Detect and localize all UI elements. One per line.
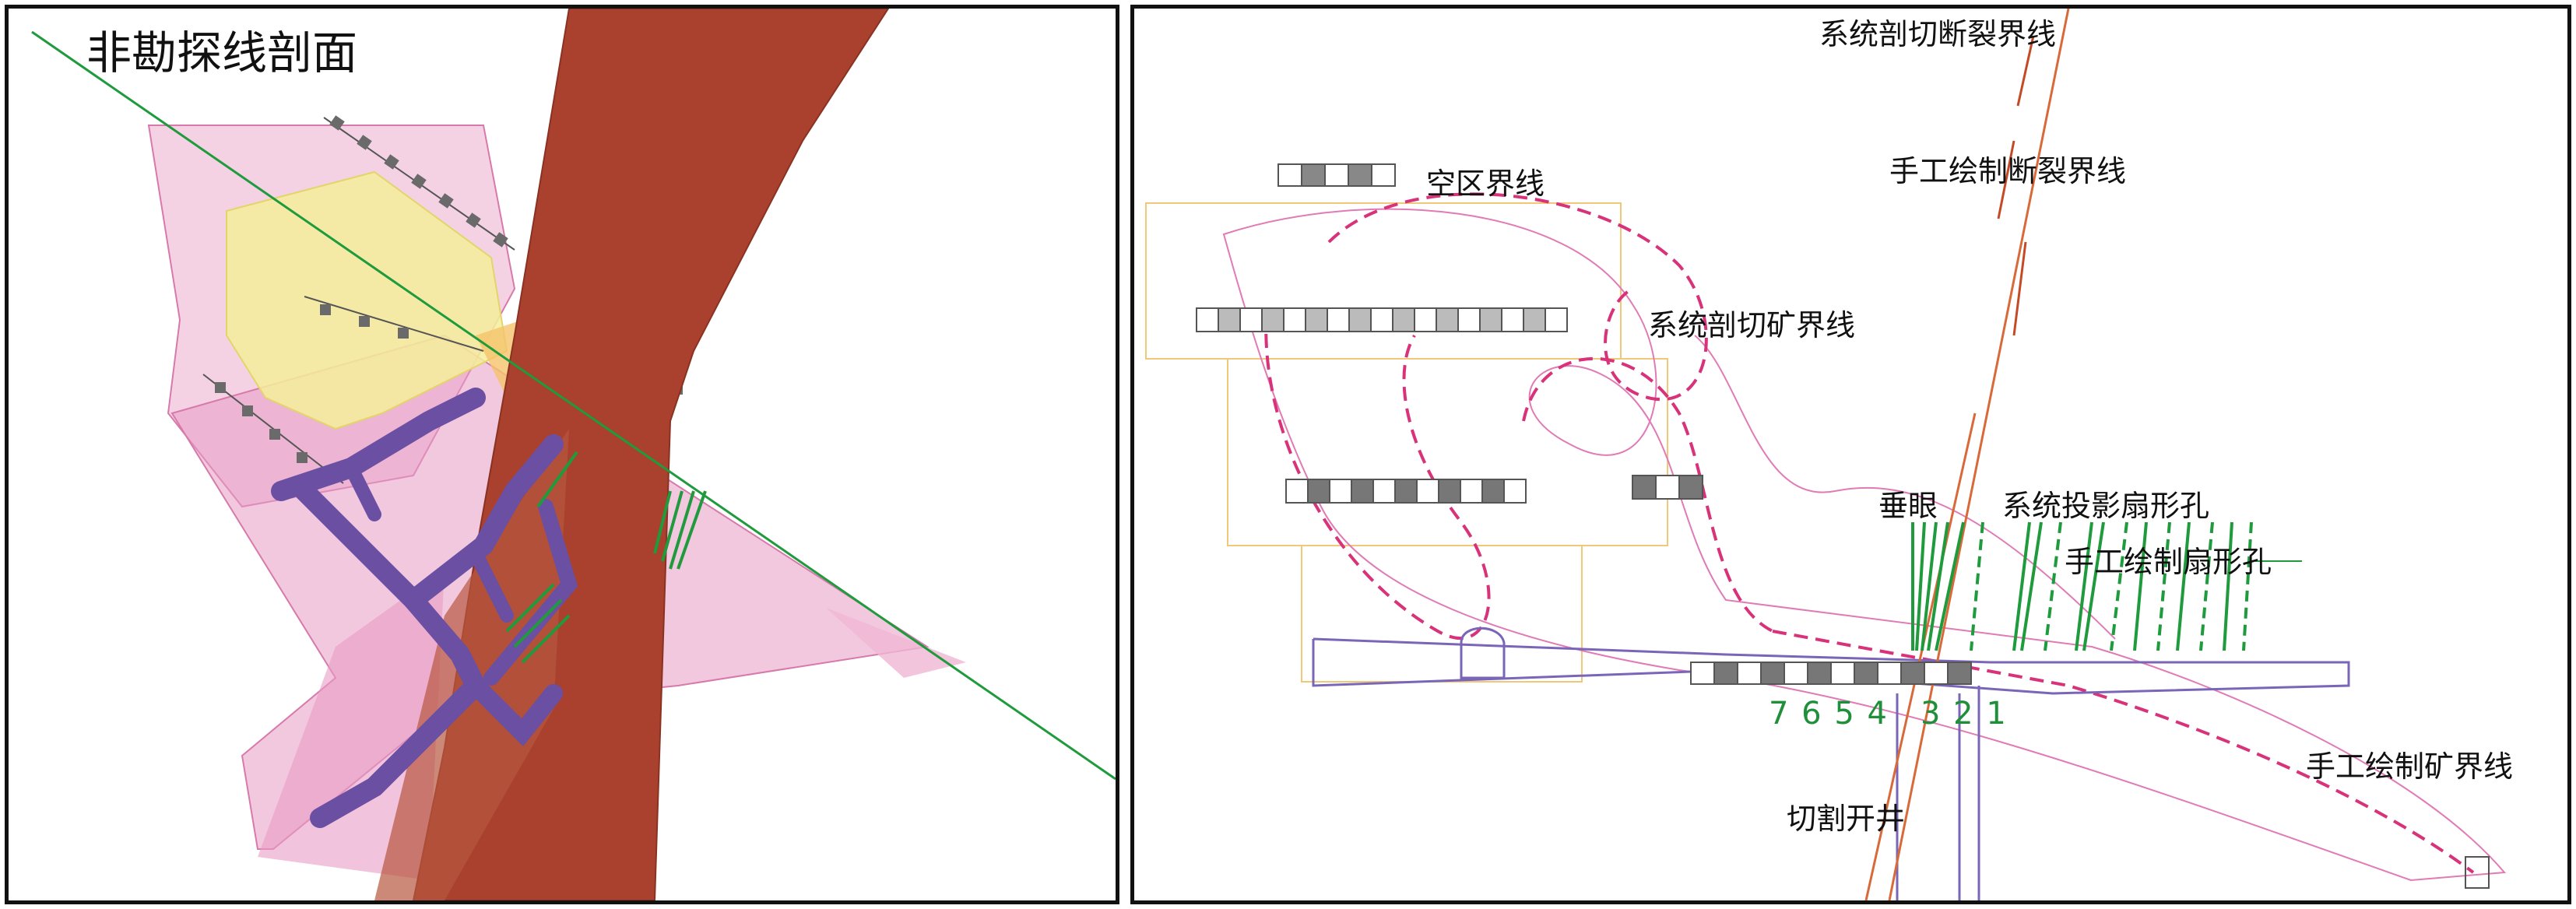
label-cut-raise: 切割开井 <box>1787 802 1906 836</box>
hole-numbers-right: 3 2 1 <box>1921 696 2008 732</box>
label-manual-ore: 手工绘制矿界线 <box>2306 749 2514 784</box>
drill-block-row-bottom <box>1690 662 1972 685</box>
section-3d-drawing <box>31 9 1116 900</box>
label-void-boundary: 空区界线 <box>1426 167 1545 201</box>
section-2d-drawing <box>1145 9 2507 900</box>
manual-ore-boundary <box>1264 192 2475 874</box>
label-manual-fan: 手工绘制扇形孔 <box>2065 545 2272 579</box>
section-boxes <box>1145 202 1668 683</box>
label-vertical-eye: 垂眼 <box>1878 489 1938 523</box>
fan-holes-manual <box>1970 521 2253 651</box>
label-system-fan: 系统投影扇形孔 <box>2002 489 2210 523</box>
void-yellow-block <box>226 170 508 430</box>
label-system-ore: 系统剖切矿界线 <box>1648 308 1856 342</box>
left-panel-title: 非勘探线剖面 <box>86 26 358 79</box>
end-marker <box>2465 856 2490 889</box>
system-ore-boundary <box>1222 208 2507 882</box>
hole-numbers-left: 7 6 5 4 <box>1769 696 1889 732</box>
drill-block-row-4 <box>1632 475 1703 500</box>
drill-block-row-top <box>1277 163 1396 187</box>
label-system-fault: 系统剖切断裂界线 <box>1819 17 2057 51</box>
fault-lines <box>1864 9 2070 900</box>
manual-fault-lines <box>1997 35 2035 336</box>
drill-block-squares <box>215 115 683 463</box>
drill-block-row-3 <box>1285 479 1527 504</box>
fan-holes-green <box>505 451 707 664</box>
section-line <box>31 30 1116 781</box>
fan-holes-system <box>1911 521 2233 651</box>
right-panel-section-view: 系统剖切断裂界线 手工绘制断裂界线 空区界线 系统剖切矿界线 垂眼 系统投影扇形… <box>1130 5 2571 904</box>
tunnel-network <box>271 388 578 828</box>
left-panel-3d-view: 非勘探线剖面 <box>5 5 1119 904</box>
ore-body-sheet <box>826 608 966 678</box>
drill-block-row-2 <box>1196 307 1568 332</box>
label-manual-fault: 手工绘制断裂界线 <box>1889 154 2127 188</box>
ore-body-sheet <box>258 569 445 880</box>
